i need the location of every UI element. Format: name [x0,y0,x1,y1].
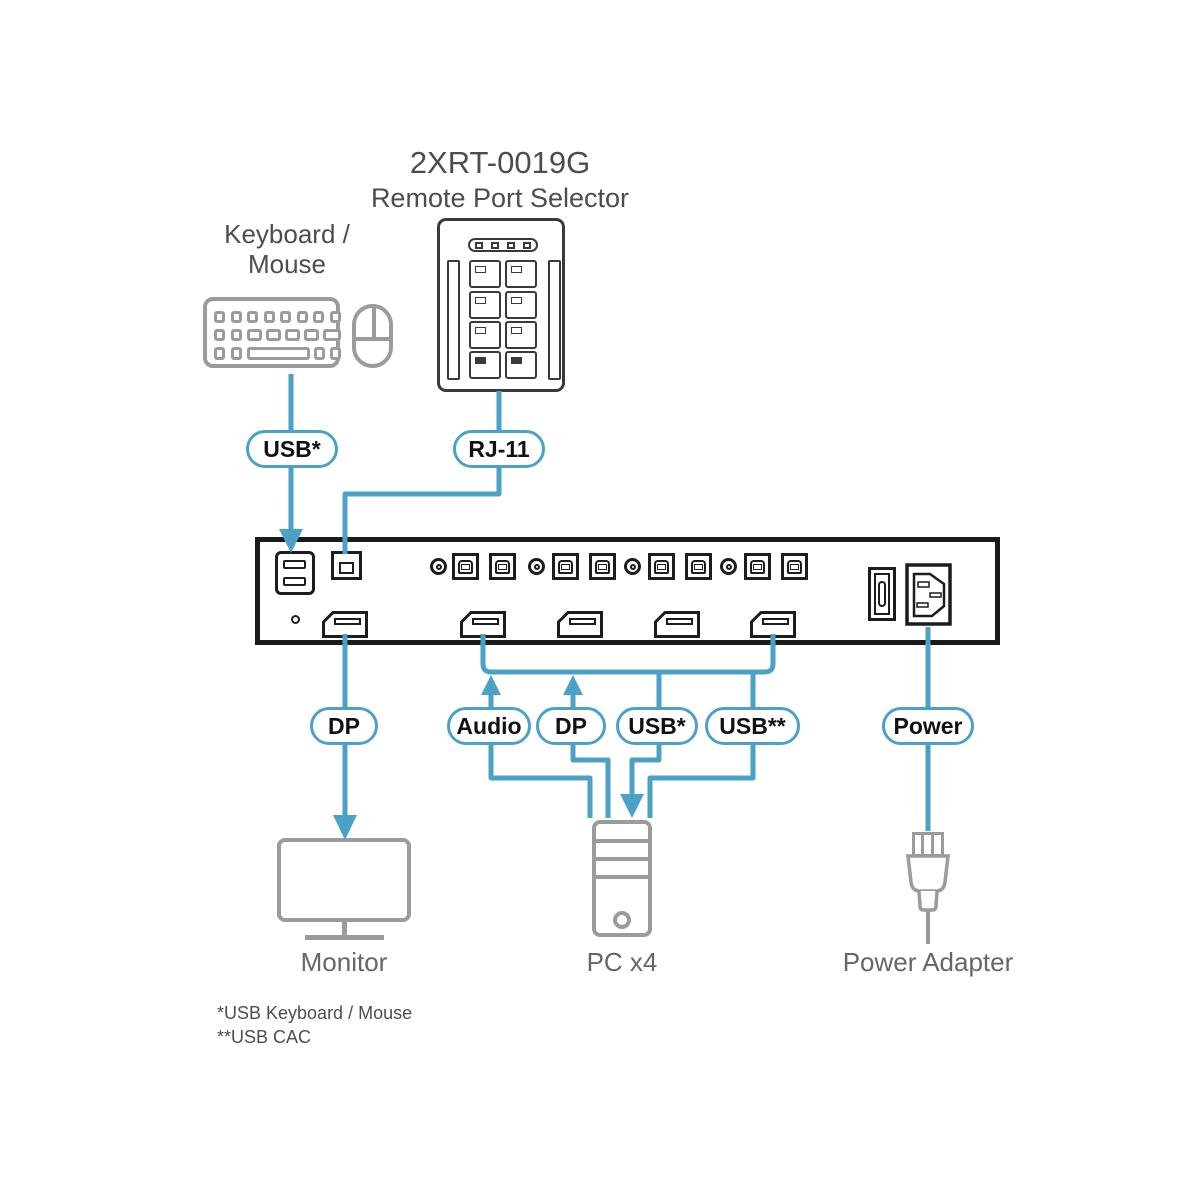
power-plug-body [906,854,950,912]
displayport-port [654,611,700,638]
pc-power-button [613,911,631,929]
displayport-port [750,611,796,638]
device-subtitle: Remote Port Selector [370,183,630,213]
pc-icon [592,820,652,937]
selector-right-rail [548,260,561,380]
selector-button [469,351,501,379]
rj11-port [331,551,362,580]
keyboard-mouse-label-line1: Keyboard / [224,219,350,249]
remote-port-selector-icon [437,218,565,392]
power-adapter-label: Power Adapter [842,947,1014,977]
arrow-audio-up [481,675,501,695]
power-pill: Power [882,707,974,745]
arrow-into-pc [620,794,644,818]
selector-button [505,291,537,319]
selector-button [469,321,501,349]
line-dp-pc-pill-to-pc [570,745,611,818]
arrow-dp-up [563,675,583,695]
line-audio-pill-to-pc [488,745,593,818]
usb-b-port [552,553,579,580]
usb-b-port [489,553,516,580]
power-plug-icon [912,832,944,857]
usb-console-pill: USB* [246,430,338,468]
audio-jack-port [624,558,641,575]
usb-b-port [685,553,712,580]
usb-a-ports [275,551,315,595]
displayport-port [460,611,506,638]
audio-pill: Audio [447,707,531,745]
rj11-pill: RJ-11 [453,430,545,468]
usb-b-port [781,553,808,580]
audio-jack-port [528,558,545,575]
audio-jack-port [430,558,447,575]
pinhole-led [291,615,300,624]
selector-led-bar [468,238,538,252]
usb-b-port [452,553,479,580]
audio-jack-port [720,558,737,575]
footnote-cac: **USB CAC [217,1027,312,1047]
selector-button [469,291,501,319]
keyboard-mouse-label: Keyboard / Mouse [187,219,387,279]
selector-button [505,351,537,379]
spacebar-key [247,347,310,360]
selector-left-rail [447,260,460,380]
usb-b-port [589,553,616,580]
pc-label: PC x4 [586,947,658,977]
line-usb-cac-pill-to-pc [647,745,756,818]
arrow-into-monitor [333,815,357,840]
usb-pc-pill: USB* [616,707,698,745]
selector-button [505,321,537,349]
dp-pc-pill: DP [536,707,606,745]
line-usb-pc-pill-to-pc [629,745,662,794]
dp-monitor-pill: DP [310,707,378,745]
selector-button [505,260,537,288]
keyboard-icon [203,297,341,368]
model-title: 2XRT-0019G [409,145,591,180]
monitor-label: Monitor [300,947,388,977]
power-switch [868,567,896,621]
keyboard-mouse-label-line2: Mouse [247,249,327,279]
selector-button [469,260,501,288]
displayport-port [322,611,368,638]
displayport-port [557,611,603,638]
usb-cac-pill: USB** [705,707,800,745]
footnote-usb: *USB Keyboard / Mouse [217,1003,413,1023]
mouse-icon [352,304,393,368]
monitor-icon [277,838,411,922]
power-inlet [905,563,952,626]
usb-b-port [648,553,675,580]
usb-b-port [744,553,771,580]
